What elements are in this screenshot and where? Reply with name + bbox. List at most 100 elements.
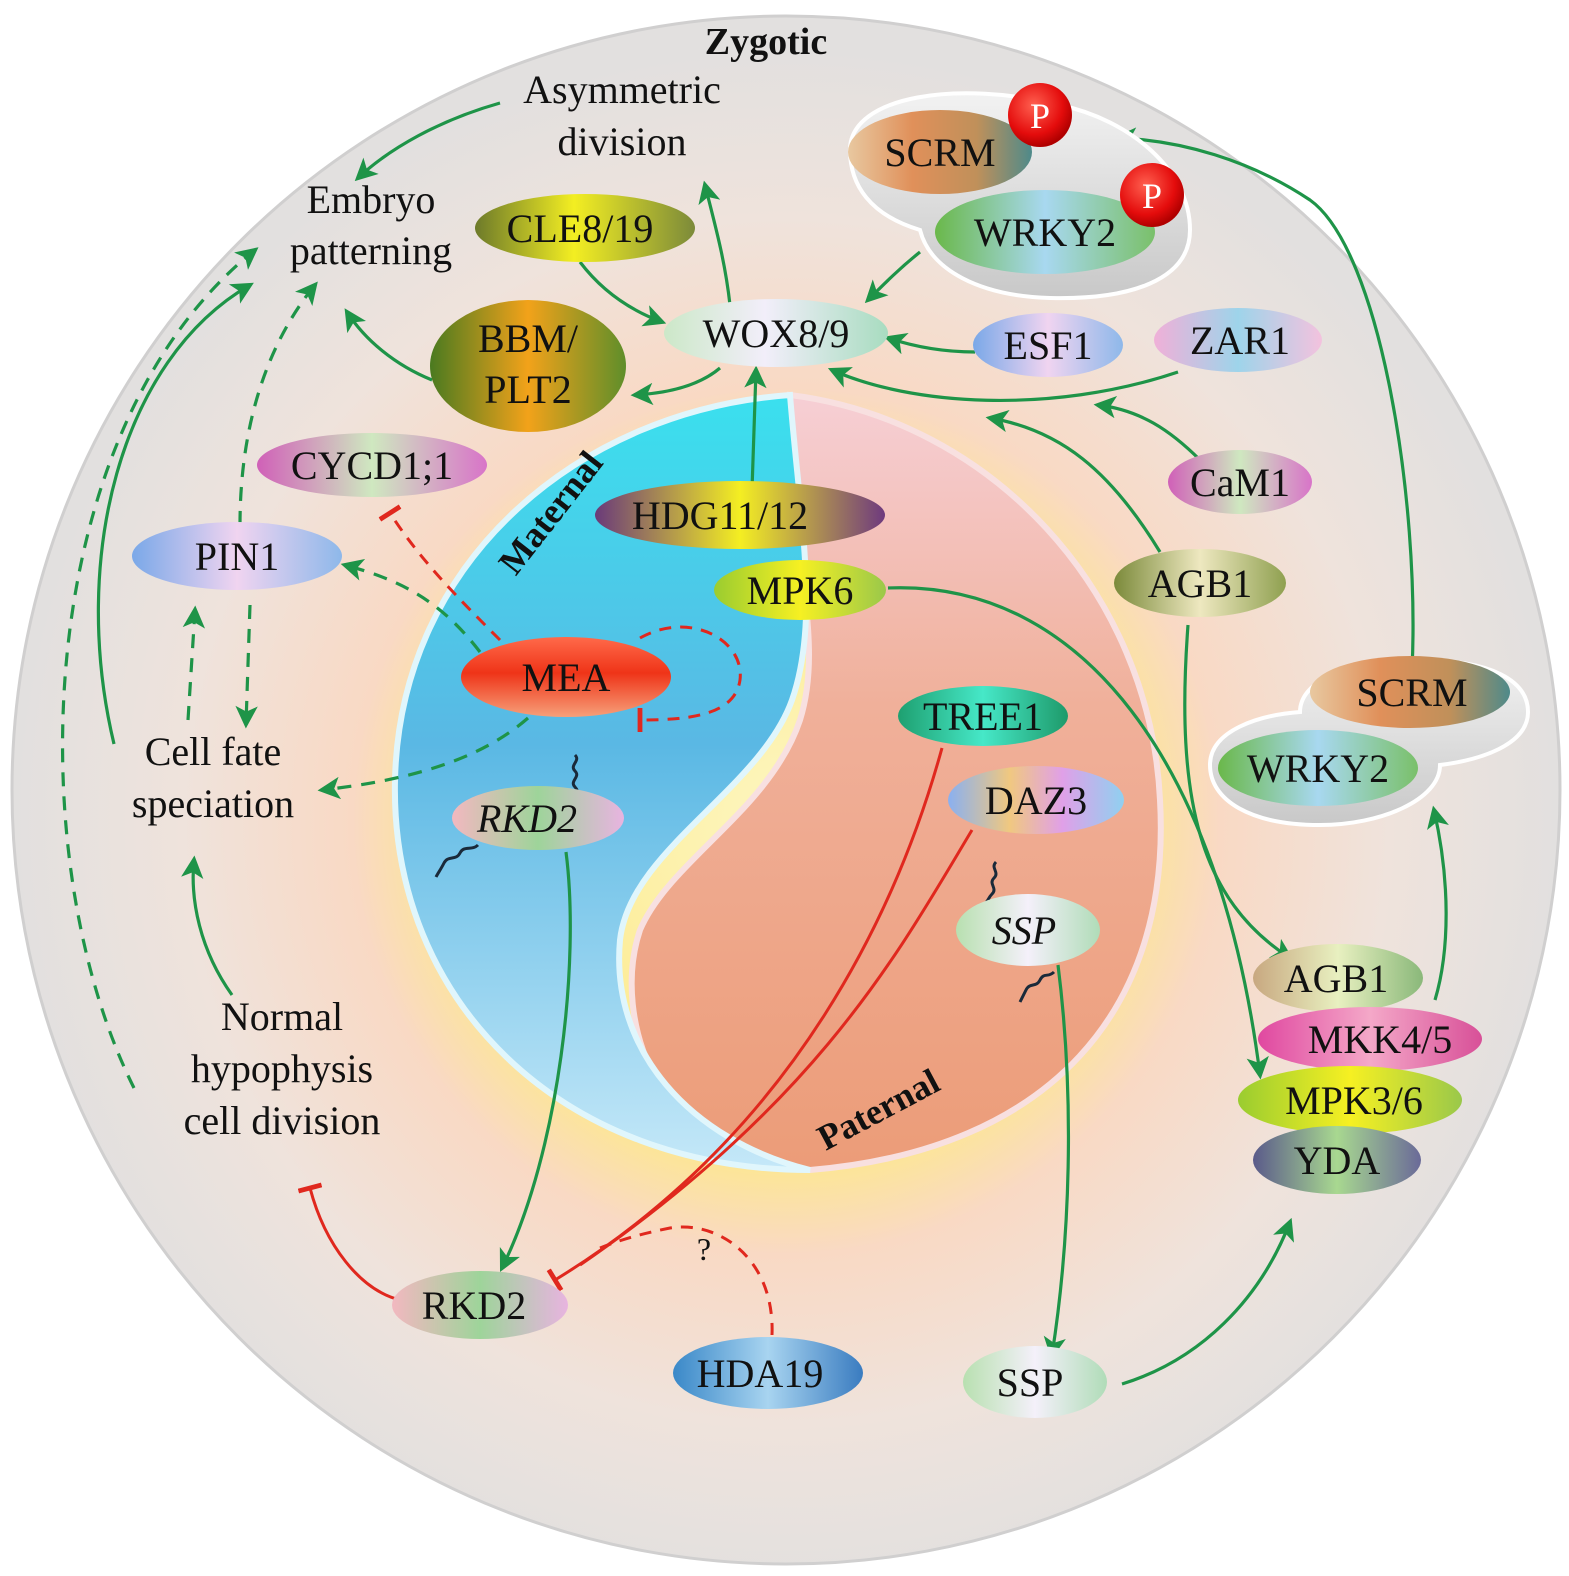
edge-ssp-to-yda xyxy=(1121,1217,1295,1386)
svg-text:WRKY2: WRKY2 xyxy=(1247,746,1389,791)
edge-hypophysis-to-cellfate xyxy=(181,855,234,996)
asymmetric-division-label: Asymmetric division xyxy=(523,67,721,164)
svg-text:cell division: cell division xyxy=(184,1098,381,1143)
svg-text:Normal: Normal xyxy=(221,994,343,1039)
phospho-marker-scrm: P xyxy=(1008,83,1072,147)
rkd2-mrna-squiggle-bottom xyxy=(434,843,480,878)
ssp-mrna-squiggle-bottom xyxy=(1018,970,1056,1003)
cam1-node: CaM1 xyxy=(1168,450,1312,514)
wox8-9-node: WOX8/9 xyxy=(664,299,888,367)
unknown-link-label: ? xyxy=(697,1231,711,1267)
svg-text:DAZ3: DAZ3 xyxy=(985,778,1087,823)
svg-text:MPK6: MPK6 xyxy=(747,568,854,613)
svg-text:HDA19: HDA19 xyxy=(697,1351,824,1396)
svg-text:YDA: YDA xyxy=(1294,1138,1381,1183)
mpk3-6-node: MPK3/6 xyxy=(1238,1066,1462,1134)
edge-cellfate-to-pin1 xyxy=(182,605,206,721)
edge-zar1-to-wox xyxy=(827,367,1179,403)
svg-text:SCRM: SCRM xyxy=(1356,670,1467,715)
svg-text:P: P xyxy=(1030,96,1050,136)
edge-agb1-to-agb1-complex xyxy=(1183,624,1294,961)
ssp-mrna-squiggle-top xyxy=(983,860,998,906)
svg-text:CaM1: CaM1 xyxy=(1190,460,1290,505)
svg-text:PIN1: PIN1 xyxy=(195,534,279,579)
embryo-patterning-label: Embryo patterning xyxy=(290,177,452,273)
svg-text:AGB1: AGB1 xyxy=(1284,956,1388,1001)
maternal-region xyxy=(391,391,811,1173)
edge-scrm-complex-to-phospho xyxy=(1113,127,1415,671)
edges xyxy=(60,101,1449,1386)
edge-wox-to-asymmetric xyxy=(698,180,732,306)
cle8-19-node: CLE8/19 xyxy=(475,194,695,262)
svg-text:SCRM: SCRM xyxy=(884,130,995,175)
agb1-node: AGB1 xyxy=(1114,549,1286,617)
edge-pin1-to-patterning xyxy=(238,281,318,526)
edge-ssp-transcript-to-protein xyxy=(1043,964,1071,1360)
normal-hypophysis-label: Normal hypophysis cell division xyxy=(184,994,381,1143)
tree1-node: TREE1 xyxy=(898,686,1068,746)
esf1-node: ESF1 xyxy=(973,313,1123,377)
svg-text:SSP: SSP xyxy=(997,1360,1064,1405)
svg-text:MEA: MEA xyxy=(522,655,611,700)
svg-text:TREE1: TREE1 xyxy=(923,694,1043,739)
edge-mea-inhibits-cycd xyxy=(378,504,502,642)
edge-wox-to-bbm xyxy=(630,366,722,406)
wrky2-complex-node: WRKY2 xyxy=(1218,730,1418,806)
ssp-transcript-node: SSP xyxy=(956,894,1100,966)
svg-text:AGB1: AGB1 xyxy=(1148,561,1252,606)
pin1-node: PIN1 xyxy=(132,522,342,590)
edge-mpk6-to-mpk36 xyxy=(887,586,1269,1080)
cycd1-1-node: CYCD1;1 xyxy=(257,433,487,497)
scrm-phosphorylated: SCRM xyxy=(848,110,1032,194)
svg-text:ESF1: ESF1 xyxy=(1004,323,1093,368)
rkd2-transcript-node: RKD2 xyxy=(452,786,624,850)
edge-cle-to-wox xyxy=(578,261,667,327)
scrm-complex-node: SCRM xyxy=(1310,656,1510,728)
edge-esf1-to-wox xyxy=(883,333,976,355)
cell-fate-speciation-label: Cell fate speciation xyxy=(132,729,294,826)
svg-text:BBM/: BBM/ xyxy=(478,316,579,361)
mpk6-node: MPK6 xyxy=(714,560,886,620)
zygotic-label: Zygotic xyxy=(705,21,827,63)
svg-text:Asymmetric: Asymmetric xyxy=(523,67,721,112)
edge-wrky2p-to-wox xyxy=(864,250,921,304)
svg-text:hypophysis: hypophysis xyxy=(191,1046,373,1091)
mkk4-5-node: MKK4/5 xyxy=(1258,1007,1482,1071)
edge-rkd2-inhibits-hypophysis xyxy=(297,1182,401,1302)
svg-text:MPK3/6: MPK3/6 xyxy=(1285,1078,1423,1123)
zar1-node: ZAR1 xyxy=(1154,308,1322,372)
rkd2-protein-node: RKD2 xyxy=(392,1271,568,1339)
svg-text:RKD2: RKD2 xyxy=(422,1283,526,1328)
edge-rkd2-transcript-to-protein xyxy=(499,851,572,1273)
edge-mea-self-inhibition xyxy=(637,625,742,733)
svg-text:ZAR1: ZAR1 xyxy=(1190,318,1290,363)
svg-text:CYCD1;1: CYCD1;1 xyxy=(291,443,453,488)
edge-pin1-to-cellfate xyxy=(235,604,258,729)
edge-hypophysis-to-patterning xyxy=(60,247,259,1089)
svg-text:SSP: SSP xyxy=(992,908,1056,953)
phospho-marker-wrky2: P xyxy=(1120,163,1184,227)
hda19-node: HDA19 xyxy=(673,1337,863,1409)
svg-text:division: division xyxy=(558,119,687,164)
edge-mapk-to-wrky2-complex xyxy=(1427,805,1449,1001)
svg-text:P: P xyxy=(1142,176,1162,216)
edge-agb1-to-zar1 xyxy=(985,409,1162,553)
svg-text:Embryo: Embryo xyxy=(307,177,436,222)
svg-text:PLT2: PLT2 xyxy=(484,367,571,412)
svg-text:WRKY2: WRKY2 xyxy=(974,210,1116,255)
agb1-complex-node: AGB1 xyxy=(1253,944,1423,1012)
hdg11-12-node: HDG11/12 xyxy=(595,481,885,549)
svg-text:RKD2: RKD2 xyxy=(476,796,577,841)
ssp-protein-node: SSP xyxy=(963,1346,1107,1418)
svg-text:speciation: speciation xyxy=(132,781,294,826)
svg-text:patterning: patterning xyxy=(290,228,452,273)
edge-cellfate-to-patterning xyxy=(96,282,254,745)
wrky2-phosphorylated: WRKY2 xyxy=(935,190,1155,274)
edge-hda19-to-rkd2 xyxy=(599,1225,774,1336)
edge-asymmetric-to-patterning xyxy=(354,101,501,182)
edge-daz3-inhibits-rkd2 xyxy=(579,829,974,1267)
svg-text:WOX8/9: WOX8/9 xyxy=(703,311,850,356)
yda-node: YDA xyxy=(1253,1126,1421,1194)
